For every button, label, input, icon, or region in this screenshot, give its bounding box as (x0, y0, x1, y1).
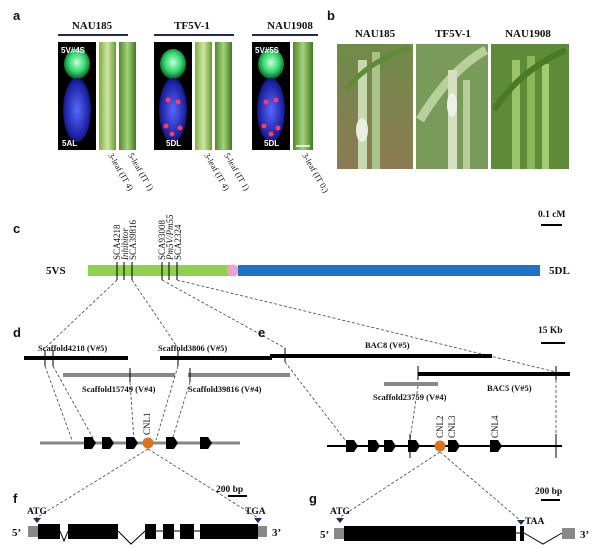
scaffold-bar-3806 (160, 356, 272, 360)
scale-label-c: 0.1 cM (538, 210, 565, 220)
scaffold-label-15749: Scaffold15749 (V#4) (82, 384, 156, 394)
gene-label-cnl3: CNL3 (447, 415, 457, 438)
bac8-label: BAC8 (V#5) (365, 340, 410, 350)
scaffold-bar-4218 (24, 356, 128, 360)
marker-ticks (116, 262, 178, 280)
cnl1-gene (142, 437, 154, 449)
fish-image-nau185: 5V#4S 5AL (58, 42, 96, 150)
gene-arrows-d (84, 437, 212, 449)
gene-label-cnl1: CNL1 (142, 413, 152, 436)
panel-label-c: c (13, 221, 20, 236)
marker-pm5v-pm55: Pm5V/Pm55 (165, 214, 175, 261)
panel-label-b: b (327, 8, 335, 23)
arm-label-5dl: 5DL (549, 265, 570, 277)
three-prime-f: 3’ (272, 527, 281, 539)
taa-marker-g (517, 520, 525, 525)
connector-d-f-left (35, 448, 149, 519)
start-codon-g: ATG (330, 507, 350, 517)
leaf-image-5 (293, 42, 313, 150)
leaf-image-2 (119, 42, 136, 150)
connector-e-g-left (335, 451, 441, 521)
centromere (227, 264, 239, 277)
scale-label-e: 15 Kb (538, 326, 563, 336)
fish-image-nau1908: 5V#5S 5DL (252, 42, 290, 150)
marker-sca4218: SCA4218 (112, 224, 122, 260)
leaf-image-3 (195, 42, 212, 150)
gene-label-cnl2: CNL2 (435, 416, 445, 439)
marker-inhibitor: Inhibitor (120, 228, 130, 261)
leaf-label-5: 3-leaf (IT 0;) (300, 151, 331, 194)
genotype-a-2: TF5V-1 (174, 20, 210, 32)
gene-model-g (334, 526, 575, 545)
connector-c-e-right (176, 279, 557, 373)
leaf-image-1 (99, 42, 116, 150)
bac8-bar (270, 354, 492, 358)
scale-label-f: 200 bp (216, 485, 243, 495)
scaffold-label-39816: Scaffold39816 (V#4) (188, 384, 262, 394)
start-codon-f: ATG (27, 507, 47, 517)
chromosome-arm-5dl (238, 265, 540, 276)
connectors-e (284, 361, 557, 441)
five-prime-g: 5’ (320, 529, 329, 541)
chrom-label-4: 5V#5S (255, 46, 280, 55)
gene-label-cnl4: CNL4 (490, 415, 500, 438)
connector-d-f-right (147, 448, 259, 519)
plant-photo-1 (337, 44, 413, 169)
stop-codon-f: TGA (245, 507, 266, 517)
genotype-a-3: NAU1908 (267, 20, 313, 32)
scale-label-g: 200 bp (535, 487, 562, 497)
cnl2-gene (434, 440, 446, 452)
connector-c-e-left (161, 279, 286, 349)
scaffold-label-4218: Scaffold4218 (V#5) (38, 343, 107, 353)
gene-model-f (28, 524, 267, 545)
atg-marker-f (33, 518, 41, 523)
plant-photo-3 (491, 44, 569, 169)
chromosome-arm-5vs (88, 265, 230, 276)
plant-photo-2 (416, 44, 489, 169)
gene-arrows-e (346, 440, 502, 452)
genotype-b-2: TF5V-1 (435, 28, 471, 40)
atg-marker-g (336, 518, 344, 523)
chrom-label-5: 5DL (264, 139, 279, 148)
bac5-label: BAC5 (V#5) (487, 383, 532, 393)
marker-sca2324: SCA2324 (173, 224, 183, 260)
genotype-a-1: NAU185 (72, 20, 113, 32)
panel-label-e: e (258, 325, 265, 340)
scaffold23759-bar (384, 382, 438, 386)
scaffold23759-label: Scaffold23759 (V#4) (373, 392, 447, 402)
chrom-label-1: 5V#4S (61, 46, 86, 55)
connector-e-g-right (439, 451, 521, 521)
three-prime-g: 3’ (580, 529, 589, 541)
connector-c-d-left (44, 279, 118, 349)
connector-c-d-right (131, 279, 179, 349)
stop-codon-g: TAA (525, 517, 544, 527)
arm-label-5vs: 5VS (46, 265, 66, 277)
panel-label-g: g (309, 491, 317, 506)
marker-sca39816: SCA39816 (128, 219, 138, 260)
fish-image-tf5v1: 5DL (154, 42, 192, 150)
genotype-b-3: NAU1908 (505, 28, 551, 40)
panel-label-a: a (13, 8, 21, 23)
scaffold-bar-15749 (63, 373, 175, 377)
scaffold-ticks-d (44, 350, 191, 382)
marker-sca93008: SCA93008 (157, 219, 167, 260)
bac5-bar (418, 372, 570, 376)
leaf-image-4 (215, 42, 232, 150)
chrom-label-3: 5DL (166, 139, 181, 148)
panel-label-f: f (13, 491, 18, 506)
connectors-d (44, 365, 191, 441)
chrom-label-2: 5AL (62, 139, 77, 148)
genotype-b-1: NAU185 (355, 28, 396, 40)
five-prime-f: 5’ (12, 527, 21, 539)
panel-label-d: d (13, 325, 21, 340)
bac-ticks-e (284, 348, 557, 380)
tga-marker-f (254, 518, 262, 523)
scaffold-bar-39816 (188, 373, 290, 377)
scaffold-label-3806: Scaffold3806 (V#5) (158, 343, 227, 353)
